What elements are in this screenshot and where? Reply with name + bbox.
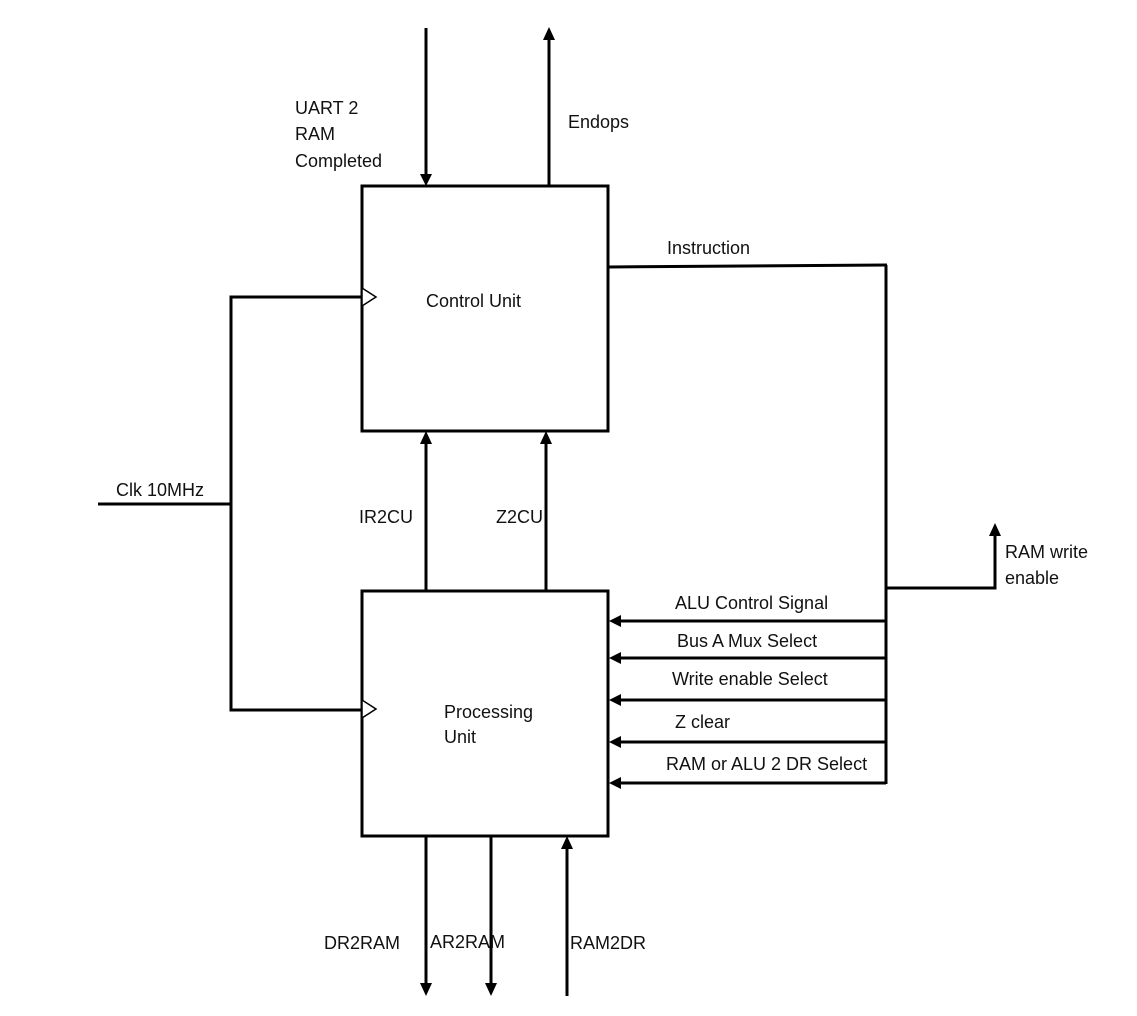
- ram2dr-label: RAM2DR: [570, 933, 646, 953]
- ram-write-enable-label-line1: RAM write: [1005, 542, 1088, 562]
- ir2cu-arrowhead: [420, 431, 432, 444]
- dr2ram-arrowhead: [420, 983, 432, 996]
- ar2ram-arrowhead: [485, 983, 497, 996]
- write-enable-select-label: Write enable Select: [672, 669, 828, 689]
- bus-a-mux-select-arrowhead: [609, 652, 621, 664]
- z-clear-label: Z clear: [675, 712, 730, 732]
- alu-control-signal-arrowhead: [609, 615, 621, 627]
- write-enable-select-arrowhead: [609, 694, 621, 706]
- z-clear-arrowhead: [609, 736, 621, 748]
- instruction-wire: [607, 263, 888, 269]
- z2cu-label: Z2CU: [496, 507, 543, 527]
- z2cu-arrowhead: [540, 431, 552, 444]
- bus-a-mux-select-label: Bus A Mux Select: [677, 631, 817, 651]
- ram2dr-arrowhead: [561, 836, 573, 849]
- control-unit-block: [360, 184, 610, 433]
- control-unit-label: Control Unit: [426, 291, 521, 311]
- ram-alu-dr-select-arrowhead: [609, 777, 621, 789]
- ar2ram-label: AR2RAM: [430, 932, 505, 952]
- ram-write-enable-wire: [886, 534, 997, 590]
- uart-label-line2: RAM: [295, 124, 335, 144]
- processing-unit-label-line2: Unit: [444, 727, 476, 747]
- processing-unit-block: [360, 589, 610, 838]
- uart-label-line3: Completed: [295, 151, 382, 171]
- ram-alu-dr-select-label: RAM or ALU 2 DR Select: [666, 754, 867, 774]
- processing-unit-label-line1: Processing: [444, 702, 533, 722]
- ram-write-enable-arrowhead: [989, 523, 1001, 536]
- uart-ram-completed-arrowhead: [420, 174, 432, 186]
- uart-label-line1: UART 2: [295, 98, 358, 118]
- clock-distribution-wire: [229, 295, 362, 712]
- dr2ram-label: DR2RAM: [324, 933, 400, 953]
- ram-write-enable-label-line2: enable: [1005, 568, 1059, 588]
- endops-label: Endops: [568, 112, 629, 132]
- clock-label: Clk 10MHz: [116, 480, 204, 500]
- instruction-label: Instruction: [667, 238, 750, 258]
- alu-control-signal-label: ALU Control Signal: [675, 593, 828, 613]
- endops-arrowhead: [543, 27, 555, 40]
- ir2cu-label: IR2CU: [359, 507, 413, 527]
